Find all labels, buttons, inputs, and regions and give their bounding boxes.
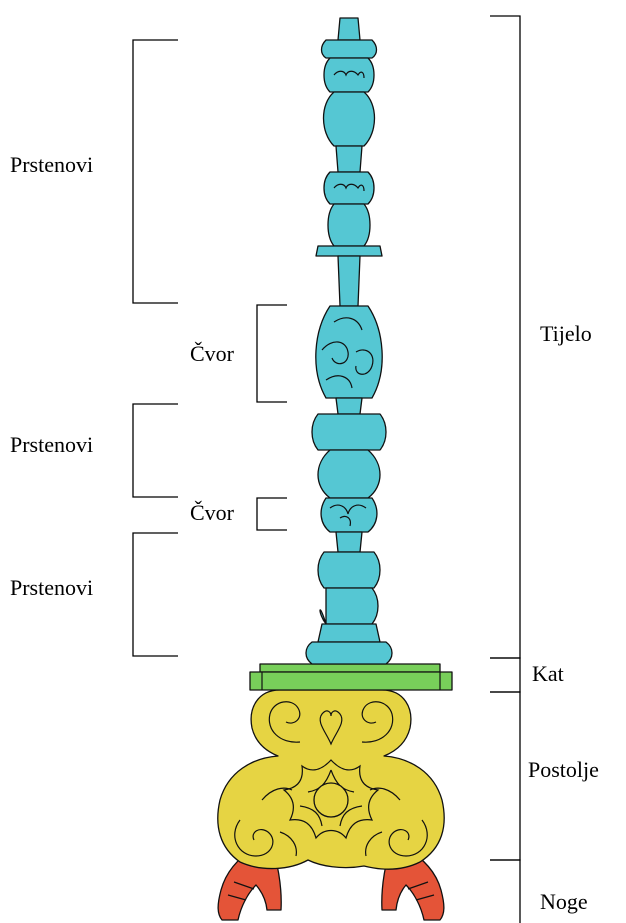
label-body: Tijelo <box>540 321 592 346</box>
candlestick-tier <box>250 664 452 690</box>
label-tier: Kat <box>532 661 564 686</box>
tier-top <box>260 664 440 672</box>
bracket-rings-2 <box>133 404 178 497</box>
shaft-ring-6 <box>320 588 378 624</box>
label-feet: Noge <box>540 889 588 914</box>
node-2-shape <box>321 498 377 532</box>
shaft-neck-1 <box>336 146 362 172</box>
candlestick-pedestal <box>218 690 444 869</box>
bracket-rings-1 <box>133 40 178 303</box>
bracket-body <box>490 16 520 658</box>
shaft-top-ring <box>322 40 377 58</box>
shaft-neck-3 <box>336 398 362 414</box>
pedestal-shape <box>218 690 444 869</box>
label-rings-1: Prstenovi <box>10 152 93 177</box>
label-rings-2: Prstenovi <box>10 432 93 457</box>
rosette-center <box>314 783 348 817</box>
shaft-knob-2 <box>328 204 370 246</box>
label-node-2: Čvor <box>190 500 235 525</box>
candlestick-body <box>306 18 392 664</box>
bracket-pedestal <box>490 692 520 860</box>
label-node-1: Čvor <box>190 341 235 366</box>
shaft-knob-1 <box>324 92 375 146</box>
node-1-shape <box>316 306 382 398</box>
shaft-ring-3 <box>324 172 374 204</box>
shaft-socket <box>338 18 360 40</box>
bracket-node-2 <box>257 498 287 530</box>
tier-slab <box>250 672 452 690</box>
bracket-feet <box>490 860 520 923</box>
shaft-ring-4 <box>312 414 386 450</box>
shaft-ring-5 <box>318 552 380 588</box>
shaft-ring-2 <box>324 58 374 92</box>
bracket-rings-3 <box>133 533 178 656</box>
label-rings-3: Prstenovi <box>10 575 93 600</box>
shaft-collar-2 <box>318 624 380 642</box>
shaft-neck-4 <box>336 532 362 552</box>
label-pedestal: Postolje <box>528 757 599 782</box>
bracket-node-1 <box>257 305 287 402</box>
shaft-foot <box>306 642 392 664</box>
shaft-knob-3 <box>318 450 380 498</box>
shaft-collar-1 <box>316 246 382 256</box>
shaft-neck-2 <box>338 256 360 306</box>
bracket-tier <box>490 658 520 692</box>
